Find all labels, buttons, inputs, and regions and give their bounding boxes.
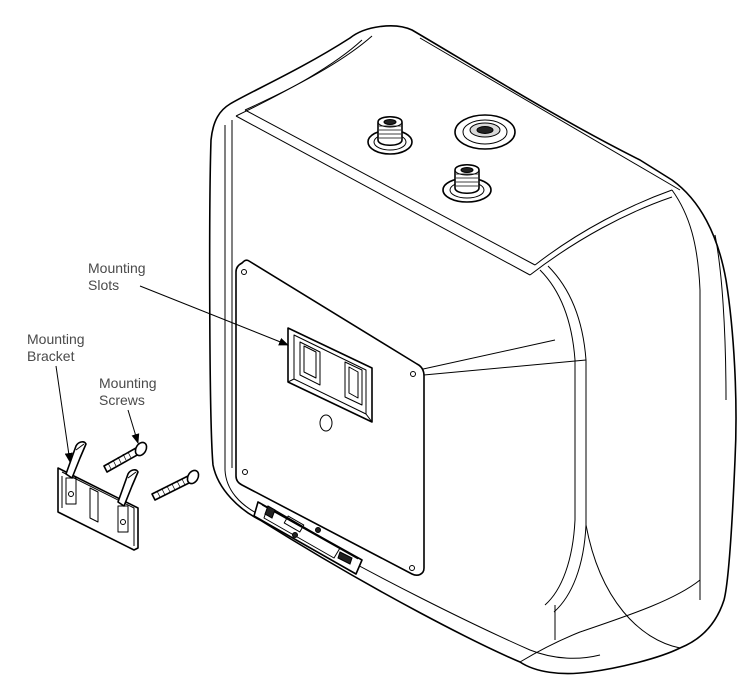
mounting-screw-lower [151, 469, 200, 501]
pipe-fitting-front [442, 163, 492, 203]
leader-bracket [55, 365, 73, 463]
mounting-screw-upper [103, 441, 148, 473]
mounting-slots [287, 327, 373, 423]
mounting-slots-label: Mounting Slots [88, 260, 146, 294]
mounting-bracket-label: Mounting Bracket [27, 331, 85, 365]
mounting-bracket-label-line1: Mounting [27, 331, 85, 347]
pipe-fitting-left [367, 115, 413, 155]
leader-screws [127, 409, 140, 444]
mounting-bracket [57, 441, 139, 551]
pipe-fitting-right [454, 114, 516, 150]
mounting-screws-label: Mounting Screws [99, 375, 157, 409]
mounting-slots-label-line2: Slots [88, 277, 120, 293]
control-panel [253, 501, 363, 575]
leader-slots [139, 285, 289, 346]
mounting-screws-label-line1: Mounting [99, 375, 157, 391]
mounting-slots-label-line1: Mounting [88, 260, 146, 276]
mounting-bracket-label-line2: Bracket [27, 348, 75, 364]
mounting-screws-label-line2: Screws [99, 392, 145, 408]
